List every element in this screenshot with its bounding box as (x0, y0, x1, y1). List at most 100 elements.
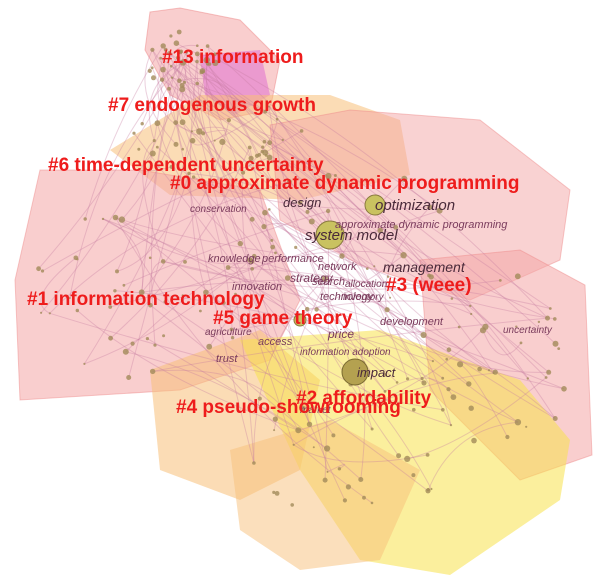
citation-link (249, 259, 565, 390)
citation-node (482, 323, 489, 330)
citation-link (125, 255, 255, 353)
cluster-label-pseudo-showrooming: #4 pseudo-showrooming (176, 397, 401, 418)
citation-node (229, 327, 234, 332)
citation-link (459, 363, 508, 438)
citation-node (299, 405, 306, 412)
citation-link (219, 60, 548, 319)
citation-node (548, 307, 552, 310)
citation-link (264, 212, 555, 320)
term-label: technology (320, 291, 375, 303)
citation-node (232, 105, 236, 110)
citation-link (386, 309, 549, 373)
citation-link (115, 217, 373, 504)
citation-link (69, 60, 187, 299)
citation-node (150, 47, 155, 52)
citation-link (144, 49, 177, 145)
citation-link (193, 176, 430, 210)
citation-link (49, 312, 443, 411)
node-optimization (364, 194, 386, 216)
citation-node (194, 51, 200, 57)
citation-link (264, 212, 556, 419)
citation-link (427, 421, 518, 491)
term-label: search (312, 276, 345, 288)
citation-node (426, 488, 430, 492)
citation-node (457, 361, 464, 368)
term-label: development (380, 316, 444, 328)
citation-link (268, 106, 386, 392)
citation-link (102, 218, 252, 265)
citation-node (457, 325, 461, 329)
citation-node (292, 443, 295, 446)
citation-node (206, 343, 213, 350)
citation-link (203, 71, 556, 345)
citation-link (235, 294, 255, 464)
citation-link (151, 60, 187, 346)
citation-node (515, 325, 518, 328)
citation-node (159, 77, 165, 82)
citation-link (169, 52, 548, 319)
citation-node (173, 120, 179, 125)
citation-node (404, 455, 411, 462)
citation-node (268, 208, 271, 211)
citation-link (115, 217, 334, 436)
citation-node (333, 174, 337, 177)
citation-link (268, 106, 409, 379)
citation-node (167, 86, 171, 91)
citation-link (205, 250, 404, 293)
citation-node (546, 369, 552, 375)
citation-link (269, 157, 494, 374)
citation-node (112, 214, 119, 221)
citation-node (160, 259, 166, 264)
citation-link (40, 257, 77, 314)
citation-node (249, 258, 255, 264)
citation-node (449, 424, 453, 427)
citation-node (557, 347, 561, 350)
citation-node (471, 437, 477, 444)
citation-node (305, 209, 310, 214)
citation-node (377, 227, 384, 234)
citation-node (492, 372, 495, 375)
citation-link (157, 49, 193, 132)
citation-node (152, 295, 156, 298)
citation-node (383, 390, 387, 393)
citation-node (411, 473, 416, 478)
citation-node (173, 141, 179, 147)
citation-node (213, 139, 216, 142)
citation-link (147, 338, 299, 431)
citation-link (196, 53, 400, 456)
citation-node (428, 274, 434, 280)
citation-node (181, 294, 184, 297)
citation-node (425, 453, 430, 457)
citation-node (261, 224, 267, 230)
term-labels: conservation design optimization system … (190, 195, 553, 416)
citation-link (116, 173, 190, 272)
citation-link (205, 291, 452, 426)
cluster-label-time-dependent-uncertainty: #6 time-dependent uncertainty (48, 155, 324, 176)
citation-node (145, 337, 149, 341)
citation-link (160, 57, 547, 378)
citation-link (253, 278, 326, 464)
cluster-label-game-theory: #5 game theory (213, 308, 353, 329)
citation-node (207, 62, 212, 66)
cluster-label-affordability: #2 affordability (296, 388, 432, 409)
citation-node (526, 377, 529, 380)
citation-node (249, 216, 255, 222)
citation-node (248, 155, 254, 161)
citation-node (312, 446, 315, 449)
citation-link (156, 146, 308, 310)
citation-link (384, 206, 431, 310)
citation-link (201, 71, 258, 156)
citation-node (273, 429, 276, 432)
term-label: price (327, 327, 354, 341)
citation-node (270, 244, 276, 250)
citation-node (163, 300, 167, 304)
term-label: trust (216, 353, 238, 365)
citation-node (326, 470, 329, 473)
term-label: inventory (343, 292, 385, 303)
citation-node (212, 59, 219, 66)
citation-node (514, 419, 522, 426)
citation-link (163, 260, 565, 390)
citation-node (130, 341, 135, 346)
citation-node (274, 251, 277, 255)
citation-link (176, 51, 184, 150)
